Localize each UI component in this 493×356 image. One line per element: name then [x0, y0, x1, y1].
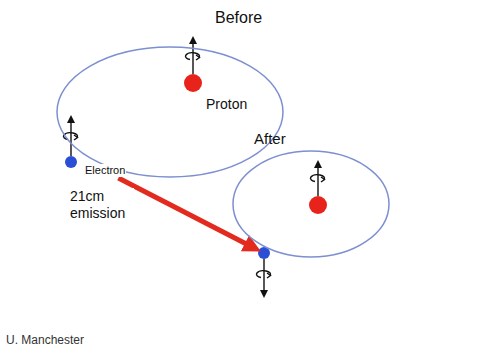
particle-label: Proton [206, 96, 247, 112]
particle-label: Electron [84, 164, 126, 177]
spin-head [314, 160, 322, 168]
spin-curl [256, 271, 270, 278]
spin-curl-head [74, 135, 78, 140]
proton-dot [309, 196, 327, 214]
particle-dot [184, 74, 202, 92]
spin-curl [310, 175, 324, 182]
spin-shaft [317, 166, 318, 196]
spin-arrow [63, 115, 77, 156]
particle-dot [65, 156, 77, 168]
orbit-outline [233, 151, 389, 257]
spin-shaft [192, 42, 193, 74]
spin-arrow [310, 160, 324, 196]
orbit-outline [56, 46, 284, 178]
state-heading: After [254, 130, 286, 147]
orbit-ellipse: After [232, 150, 390, 258]
credit-text: U. Manchester [6, 333, 84, 347]
edge-label: 21cm emission [70, 188, 134, 222]
spin-head [260, 290, 268, 298]
spin-curl-head [196, 55, 200, 60]
emission-arrow [118, 178, 249, 246]
state-heading: Before [215, 9, 262, 27]
spin-shaft [70, 121, 71, 156]
particle-dot [65, 156, 77, 168]
spin-curl-head [267, 273, 271, 278]
spin-arrow [256, 259, 270, 298]
electron-particle: Electron [65, 156, 129, 178]
spin-arrow [185, 36, 199, 74]
proton-particle: Proton [184, 74, 250, 114]
spin-curl [185, 53, 199, 60]
particle-dot [184, 74, 202, 92]
spin-shaft [263, 259, 264, 292]
spin-head [67, 115, 75, 123]
orbit-ellipse: ProtonElectronBefore [56, 46, 284, 178]
orbit-outline [232, 150, 390, 258]
spin-curl-head [321, 177, 325, 182]
spin-head [189, 36, 197, 44]
orbit-outline [57, 47, 283, 177]
